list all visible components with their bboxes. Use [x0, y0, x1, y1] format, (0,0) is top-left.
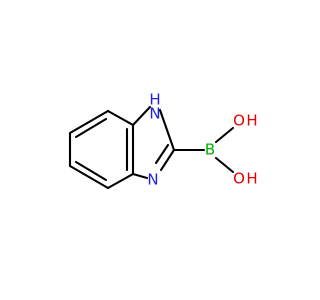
bond-inner-1 — [74, 117, 108, 139]
bond-c2-n3 — [159, 148, 176, 172]
atom-n3-label: N — [147, 171, 158, 189]
bond-c2-n3-double — [154, 143, 170, 165]
bond-n1-c2 — [158, 108, 176, 152]
bond-c7a-n1 — [131, 105, 152, 127]
bond-c7a-c7 — [68, 109, 110, 135]
bond-c6-c5 — [68, 164, 110, 190]
atom-o-upper-h-label: H — [246, 112, 257, 130]
bond-n3-c3a — [131, 172, 149, 180]
bond-b-o-lower — [214, 156, 235, 174]
atom-o-lower-label: O — [233, 170, 245, 188]
atom-o-upper-label: O — [233, 112, 245, 130]
bond-c5-c4 — [106, 172, 135, 190]
molecule-canvas: H N N B O H O H — [0, 0, 300, 300]
atom-boron-label: B — [205, 141, 215, 159]
bond-inner-2 — [74, 160, 108, 182]
molecule-structure: H N N B O H O H — [0, 0, 300, 300]
atom-labels: H N N B O H O H — [147, 91, 257, 189]
bond-b-o-upper — [214, 126, 235, 144]
atom-n1-h-label: H — [149, 91, 160, 109]
background — [0, 0, 300, 300]
bonds — [68, 105, 235, 190]
atom-n1-label: N — [149, 105, 160, 123]
atom-o-lower-h-label: H — [246, 170, 257, 188]
bond-c3a-c7a — [106, 109, 135, 127]
